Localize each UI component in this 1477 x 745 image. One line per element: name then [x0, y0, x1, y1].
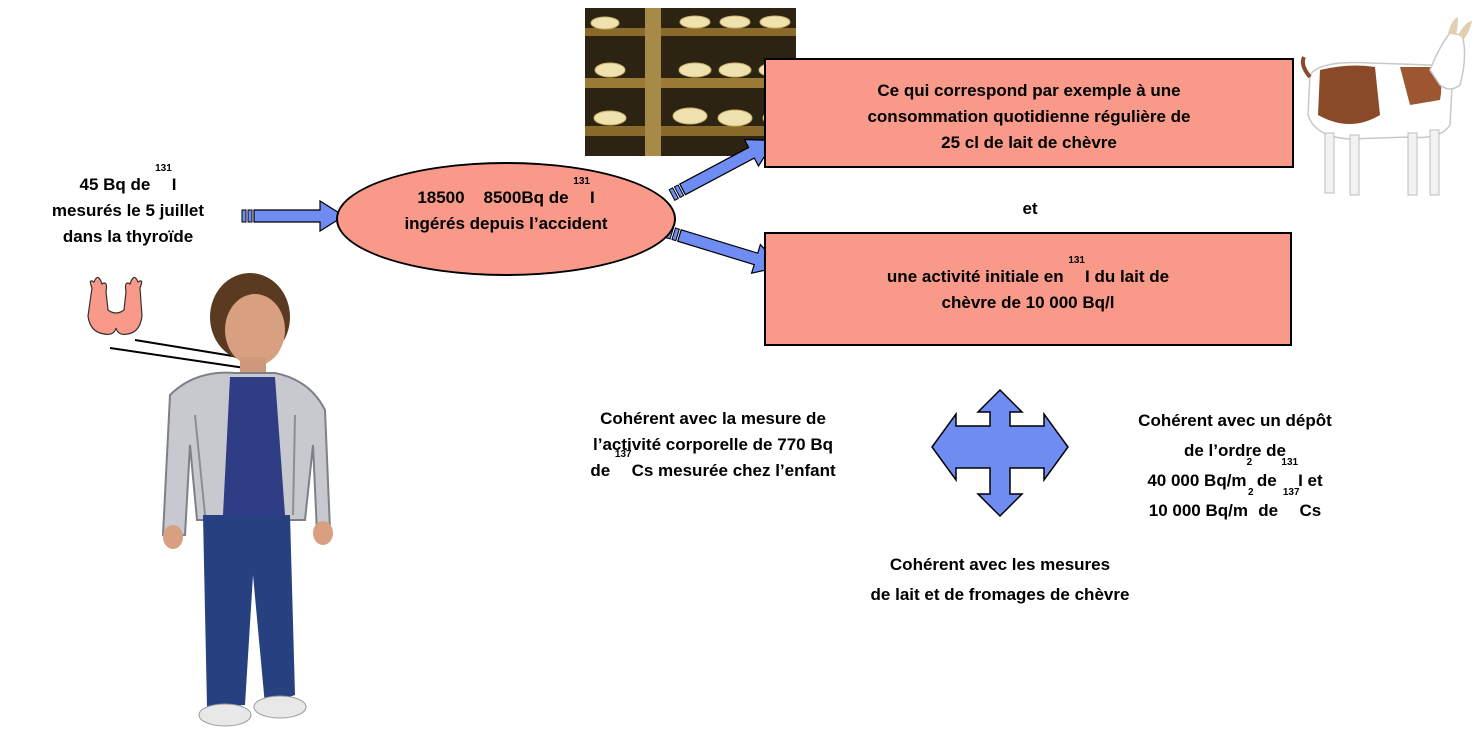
arrow-thyroid-to-ellipse	[241, 199, 346, 233]
thyroid-illustration	[87, 276, 143, 335]
connector-et: et	[1022, 199, 1038, 218]
milk-cheese-coherence: Cohérent avec les mesures de lait et de …	[870, 555, 1130, 604]
thyroid-measure-label: 45 Bq de 131I mesurés le 5 juillet dans …	[51, 163, 205, 247]
goat-milk-consumption-box: Ce qui correspond par exemple à une cons…	[764, 58, 1294, 168]
child-illustration	[161, 273, 333, 727]
body-activity-coherence: Cohérent avec la mesure de l’activité co…	[590, 409, 836, 480]
deposit-coherence: Cohérent avec un dépôt de l’ordre de 40 …	[1138, 411, 1332, 520]
initial-milk-activity-box: une activité initiale en 131I du lait de…	[764, 232, 1292, 346]
ingested-activity-ellipse	[336, 162, 676, 276]
goat-illustration	[1300, 17, 1472, 196]
ingested-activity-label: 18500 8500Bq de 131I ingérés depuis l’ac…	[404, 176, 608, 234]
four-way-arrow	[931, 388, 1069, 518]
